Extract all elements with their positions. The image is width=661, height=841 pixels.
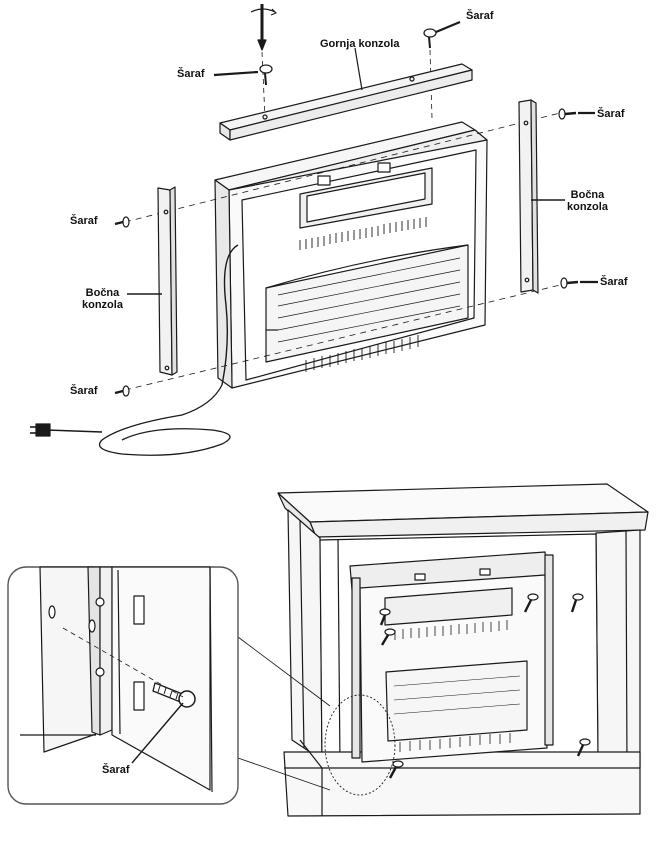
screw-right-upper-icon — [558, 108, 577, 120]
label-screw-inset: Šaraf — [102, 764, 130, 776]
top-bracket — [219, 63, 473, 141]
label-top-bracket: Gornja konzola — [320, 38, 400, 50]
screwdriver-icon — [250, 4, 277, 51]
installed-screw-icon — [570, 593, 584, 613]
installed-screw-icon — [388, 760, 404, 779]
label-screw-right-lower: Šaraf — [600, 276, 628, 288]
label-screw-left-upper: Šaraf — [70, 215, 98, 227]
screw-top-right-icon — [423, 28, 437, 49]
heater-unit — [30, 121, 488, 456]
screw-left-lower-icon — [114, 385, 130, 397]
label-screw-right-upper: Šaraf — [597, 108, 625, 120]
label-side-bracket-left-line2: konzola — [82, 299, 123, 311]
label-screw-left-lower: Šaraf — [70, 385, 98, 397]
plug-icon — [30, 423, 51, 437]
installed-screw-icon — [523, 593, 539, 613]
left-side-bracket — [157, 186, 178, 376]
screw-top-left-icon — [259, 64, 273, 86]
label-screw-top-left: Šaraf — [177, 68, 205, 80]
label-side-bracket-left-line1: Bočna — [85, 287, 120, 299]
installed-screw-icon — [379, 608, 391, 626]
label-side-bracket-right-line1: Bočna — [570, 189, 605, 201]
detail-inset — [7, 566, 239, 805]
label-screw-top-right: Šaraf — [466, 10, 494, 22]
screw-right-lower-icon — [560, 277, 579, 289]
zoom-circle — [324, 694, 396, 796]
screw-left-upper-icon — [114, 216, 130, 228]
installed-screw-icon — [576, 738, 591, 757]
right-side-bracket — [518, 99, 539, 294]
label-side-bracket-right: Bočna konzola — [567, 189, 608, 213]
label-side-bracket-left: Bočna konzola — [82, 287, 123, 311]
installed-screw-icon — [380, 628, 396, 646]
installed-heater — [349, 551, 554, 763]
label-side-bracket-right-line2: konzola — [567, 201, 608, 213]
